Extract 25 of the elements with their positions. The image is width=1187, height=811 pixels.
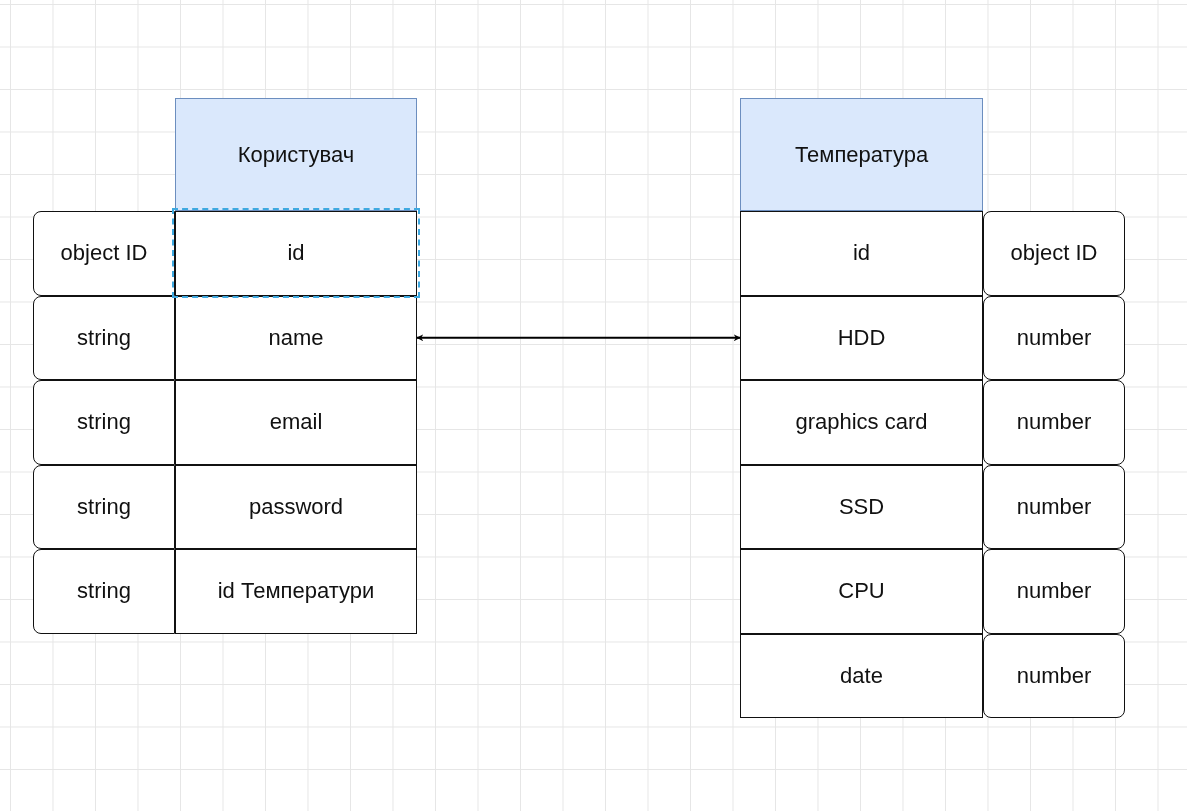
field-name-cell: id [740,211,983,296]
field-type-cell: number [983,295,1125,380]
field-type-cell: string [33,295,175,380]
field-name-cell: CPU [740,549,983,634]
field-type-cell: number [983,464,1125,549]
field-name-cell: id [175,211,417,296]
field-type-cell: string [33,549,175,634]
field-name-cell: HDD [740,295,983,380]
field-name-cell: id Температури [175,549,417,634]
field-name-cell: name [175,295,417,380]
field-type-cell: object ID [983,211,1125,296]
table-header: Користувач [175,98,417,211]
field-name-cell: SSD [740,464,983,549]
field-name-cell: date [740,633,983,718]
field-type-cell: number [983,549,1125,634]
field-type-cell: number [983,633,1125,718]
field-name-cell: graphics card [740,380,983,465]
field-type-cell: string [33,380,175,465]
field-type-cell: string [33,464,175,549]
field-name-cell: email [175,380,417,465]
field-type-cell: number [983,380,1125,465]
field-type-cell: object ID [33,211,175,296]
field-name-cell: password [175,464,417,549]
connector-arrow [416,334,741,342]
table-header: Температура [740,98,983,211]
